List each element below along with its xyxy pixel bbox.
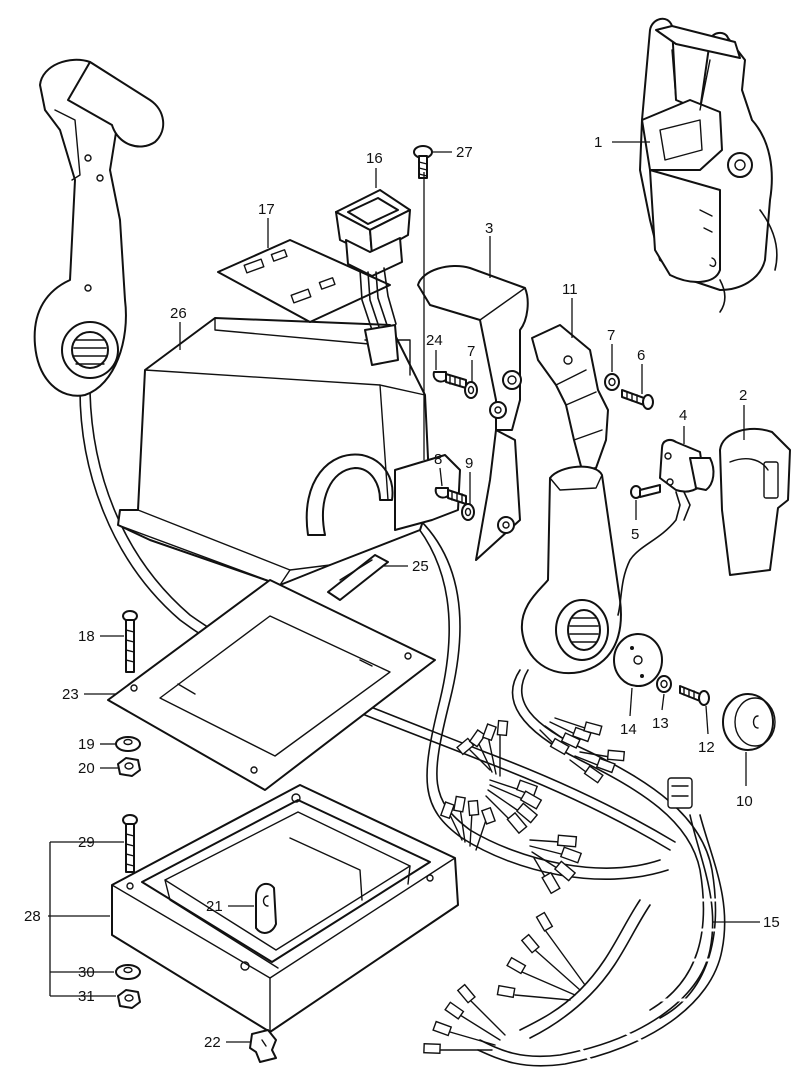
clip-22: [249, 1029, 277, 1063]
callout-14: 14: [620, 721, 637, 738]
washer-30: [115, 964, 141, 980]
callout-24: 24: [426, 332, 443, 349]
grip-cover: [719, 427, 791, 576]
callout-12: 12: [698, 739, 715, 756]
screw-18: [122, 610, 138, 673]
callout-19: 19: [78, 736, 95, 753]
callout-11: 11: [562, 281, 578, 298]
clip-21: [255, 882, 277, 934]
callout-22: 22: [204, 1034, 221, 1051]
plate: [217, 239, 391, 323]
leader-lines: [48, 141, 760, 1043]
callout-23: 23: [62, 686, 79, 703]
switch: [335, 189, 411, 366]
callout-5: 5: [631, 526, 639, 543]
screw-27: [413, 145, 433, 179]
neutral-switch: [617, 439, 715, 616]
washer-9: [461, 503, 475, 521]
callout-10: 10: [736, 793, 753, 810]
screw-6: [621, 389, 654, 410]
callout-21: 21: [206, 898, 223, 915]
callout-15: 15: [763, 914, 780, 931]
base-plate: [111, 784, 459, 1033]
callout-13: 13: [652, 715, 669, 732]
callout-25: 25: [412, 558, 429, 575]
cover-housing: [117, 317, 461, 586]
bracket-3: [417, 264, 529, 561]
washer-13: [656, 675, 672, 693]
washer-7-left: [464, 381, 478, 399]
callout-6: 6: [637, 347, 645, 364]
callout-7-left: 7: [467, 343, 475, 360]
callout-30: 30: [78, 964, 95, 981]
plate-14: [613, 633, 663, 687]
wire-harness: [79, 389, 726, 1067]
callout-20: 20: [78, 760, 95, 777]
bolt-24: [432, 371, 467, 389]
nut-31: [117, 989, 141, 1009]
washer-7-right: [604, 373, 620, 391]
callout-17: 17: [258, 201, 275, 218]
callout-26: 26: [170, 305, 187, 322]
shim-25: [327, 554, 389, 601]
callout-28: 28: [24, 908, 41, 925]
arm-11: [531, 324, 609, 471]
screw-5: [630, 484, 661, 499]
callout-31: 31: [78, 988, 95, 1005]
callout-8: 8: [434, 451, 442, 468]
control-lever-handle: [33, 58, 165, 397]
screw-29: [122, 814, 138, 873]
callout-1: 1: [594, 134, 602, 151]
callout-29: 29: [78, 834, 95, 851]
screw-12: [679, 685, 710, 706]
callout-9: 9: [465, 455, 473, 472]
cap-10: [722, 693, 776, 751]
callout-7-right: 7: [607, 327, 615, 344]
callout-27: 27: [456, 144, 473, 161]
callout-16: 16: [366, 150, 383, 167]
callout-18: 18: [78, 628, 95, 645]
washer-19: [115, 736, 141, 752]
callout-4: 4: [679, 407, 687, 424]
remote-control-assembly: [639, 17, 778, 313]
nut-20: [117, 757, 141, 777]
bolt-8: [434, 487, 467, 505]
callout-3: 3: [485, 220, 493, 237]
callout-labels: 1 2 3 4 5 6 7 7 8 9 10 11 12 13 14 15 16…: [24, 134, 780, 1051]
lower-lever-arm: [520, 465, 622, 675]
gasket: [107, 579, 436, 791]
callout-2: 2: [739, 387, 747, 404]
